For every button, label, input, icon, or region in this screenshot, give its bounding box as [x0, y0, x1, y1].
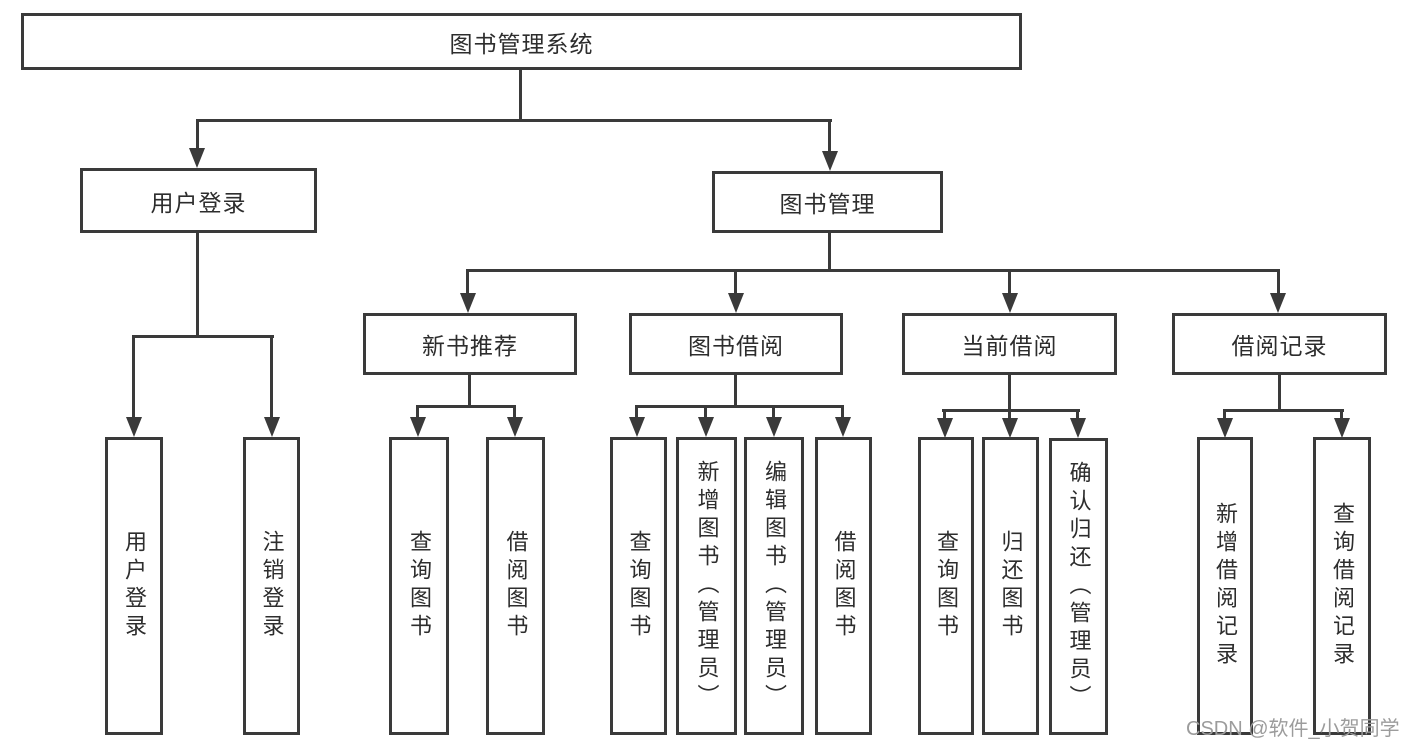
connector-line — [828, 233, 831, 271]
node-root-label: 图书管理系统 — [449, 30, 594, 57]
connector-line — [270, 335, 273, 419]
node-book-management: 图书管理 — [712, 171, 943, 233]
connector-line — [468, 375, 471, 407]
leaf-borrowing-add-books-admin-label: 新增图书（管理员） — [694, 460, 720, 712]
arrowhead — [1002, 293, 1018, 313]
arrowhead — [835, 417, 851, 437]
connector-line — [513, 405, 516, 419]
connector-line — [416, 405, 516, 408]
arrowhead — [1334, 418, 1350, 438]
connector-line — [132, 335, 135, 419]
connector-line — [1278, 375, 1281, 411]
node-borrowing-records-label: 借阅记录 — [1231, 333, 1328, 359]
arrowhead — [460, 293, 476, 313]
arrowhead — [1002, 418, 1018, 438]
connector-line — [196, 119, 199, 150]
arrowhead — [1217, 418, 1233, 438]
arrowhead — [728, 293, 744, 313]
leaf-newbook-borrow-books-label: 借阅图书 — [503, 530, 529, 642]
leaf-borrowing-query-books: 查询图书 — [610, 437, 667, 735]
leaf-records-query-record: 查询借阅记录 — [1313, 437, 1371, 735]
connector-line — [1223, 409, 1344, 412]
connector-line — [943, 409, 946, 420]
leaf-borrowing-borrow-books: 借阅图书 — [815, 437, 872, 735]
leaf-records-query-record-label: 查询借阅记录 — [1330, 502, 1355, 670]
connector-line — [466, 269, 1280, 272]
leaf-current-return-books: 归还图书 — [982, 437, 1039, 735]
arrowhead — [264, 417, 280, 437]
leaf-current-query-books-label: 查询图书 — [934, 530, 959, 642]
node-new-book-recommend-label: 新书推荐 — [422, 333, 518, 359]
connector-line — [734, 375, 737, 407]
leaf-records-add-record-label: 新增借阅记录 — [1213, 502, 1238, 670]
connector-line — [704, 405, 707, 419]
leaf-logout-label: 注销登录 — [259, 530, 285, 642]
connector-line — [1223, 409, 1226, 420]
arrowhead — [698, 417, 714, 437]
node-book-management-label: 图书管理 — [779, 191, 876, 217]
connector-line — [196, 233, 199, 338]
arrowhead — [189, 148, 205, 168]
connector-line — [519, 70, 522, 121]
connector-line — [734, 269, 737, 297]
leaf-current-confirm-return-admin: 确认归还（管理员） — [1049, 438, 1108, 735]
connector-line — [772, 405, 775, 419]
leaf-current-query-books: 查询图书 — [918, 437, 974, 735]
arrowhead — [410, 417, 426, 437]
node-current-borrowing: 当前借阅 — [902, 313, 1117, 375]
leaf-borrowing-edit-books-admin-label: 编辑图书（管理员） — [762, 460, 787, 712]
node-root: 图书管理系统 — [21, 13, 1022, 70]
arrowhead — [507, 417, 523, 437]
leaf-newbook-borrow-books: 借阅图书 — [486, 437, 545, 735]
leaf-borrowing-add-books-admin: 新增图书（管理员） — [676, 437, 737, 735]
node-book-borrowing: 图书借阅 — [629, 313, 843, 375]
node-new-book-recommend: 新书推荐 — [363, 313, 577, 375]
leaf-borrowing-borrow-books-label: 借阅图书 — [831, 530, 857, 642]
arrowhead — [766, 417, 782, 437]
arrowhead — [822, 151, 838, 171]
connector-line — [1008, 375, 1011, 411]
arrowhead — [629, 417, 645, 437]
connector-line — [133, 335, 274, 338]
node-current-borrowing-label: 当前借阅 — [961, 333, 1058, 359]
node-user-login-label: 用户登录 — [150, 189, 247, 216]
connector-line — [635, 405, 638, 419]
arrowhead — [937, 418, 953, 438]
connector-line — [466, 269, 469, 297]
leaf-borrowing-query-books-label: 查询图书 — [626, 530, 652, 642]
arrowhead — [1270, 293, 1286, 313]
node-user-login: 用户登录 — [80, 168, 317, 233]
leaf-borrowing-edit-books-admin: 编辑图书（管理员） — [744, 437, 804, 735]
connector-line — [196, 119, 832, 122]
connector-line — [416, 405, 419, 419]
node-book-borrowing-label: 图书借阅 — [688, 333, 784, 359]
leaf-records-add-record: 新增借阅记录 — [1197, 437, 1253, 735]
arrowhead — [1070, 418, 1086, 438]
connector-line — [1076, 409, 1079, 420]
leaf-newbook-query-books: 查询图书 — [389, 437, 449, 735]
leaf-logout: 注销登录 — [243, 437, 300, 735]
arrowhead — [126, 417, 142, 437]
leaf-current-return-books-label: 归还图书 — [998, 530, 1024, 642]
connector-line — [1277, 269, 1280, 297]
leaf-current-confirm-return-admin-label: 确认归还（管理员） — [1066, 460, 1092, 713]
leaf-user-login: 用户登录 — [105, 437, 163, 735]
connector-line — [841, 405, 844, 419]
connector-line — [635, 405, 844, 408]
connector-line — [1008, 409, 1011, 420]
connector-line — [828, 119, 831, 153]
connector-line — [1340, 409, 1343, 420]
leaf-user-login-label: 用户登录 — [122, 530, 147, 642]
leaf-newbook-query-books-label: 查询图书 — [407, 530, 432, 642]
node-borrowing-records: 借阅记录 — [1172, 313, 1387, 375]
connector-line — [942, 409, 1080, 412]
watermark: CSDN @软件_小贺同学 — [1186, 718, 1400, 740]
connector-line — [1008, 269, 1011, 297]
